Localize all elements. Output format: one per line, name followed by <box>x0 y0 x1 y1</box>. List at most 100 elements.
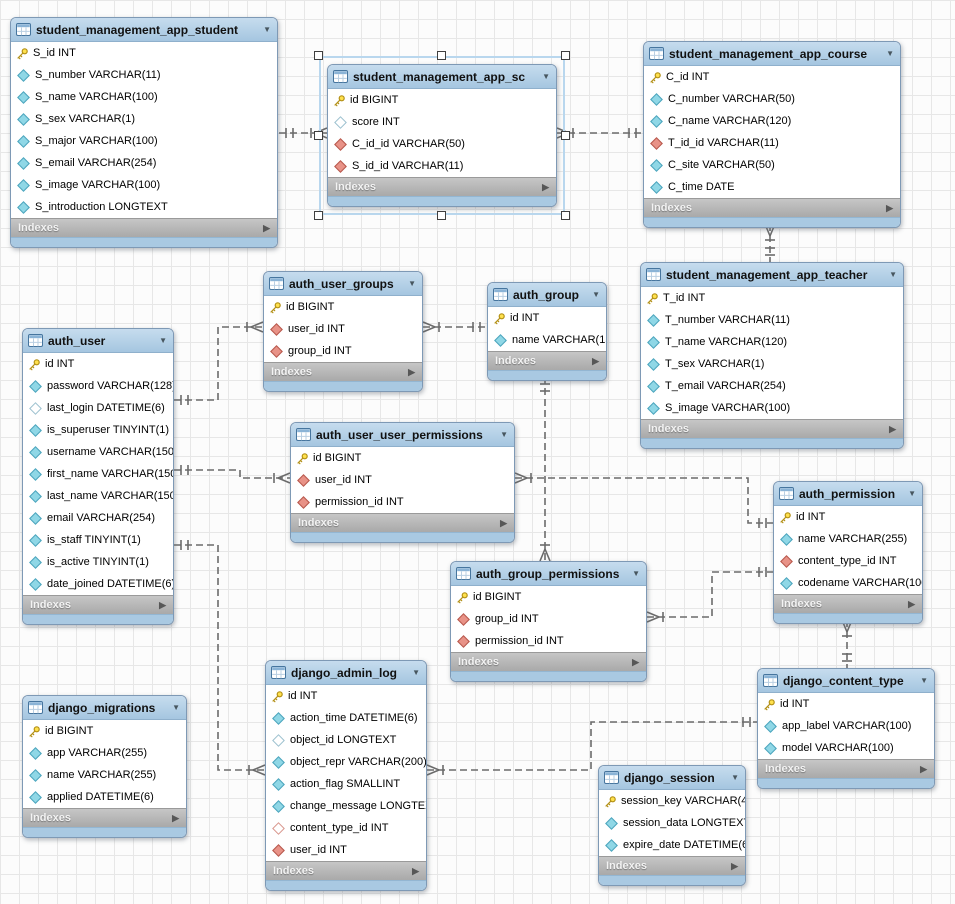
table-django_session[interactable]: django_session▼session_key VARCHAR(40)se… <box>598 765 746 886</box>
column-row[interactable]: C_site VARCHAR(50) <box>644 154 900 176</box>
indexes-section[interactable]: Indexes▶ <box>291 513 514 532</box>
column-row[interactable]: id BIGINT <box>328 89 556 111</box>
column-row[interactable]: action_time DATETIME(6) <box>266 707 426 729</box>
column-row[interactable]: T_number VARCHAR(11) <box>641 309 903 331</box>
table-header[interactable]: student_management_app_teacher▼ <box>641 263 903 287</box>
table-header[interactable]: auth_user_user_permissions▼ <box>291 423 514 447</box>
indexes-section[interactable]: Indexes▶ <box>451 652 646 671</box>
column-row[interactable]: last_login DATETIME(6) <box>23 397 173 419</box>
table-header[interactable]: auth_permission▼ <box>774 482 922 506</box>
column-row[interactable]: permission_id INT <box>451 630 646 652</box>
selection-handle-n[interactable] <box>437 51 446 60</box>
collapse-caret-icon[interactable]: ▼ <box>542 71 550 81</box>
selection-handle-w[interactable] <box>314 130 323 140</box>
column-row[interactable]: S_name VARCHAR(100) <box>11 86 277 108</box>
collapse-caret-icon[interactable]: ▼ <box>408 278 416 288</box>
expand-arrow-icon[interactable]: ▶ <box>889 423 896 434</box>
table-header[interactable]: auth_user▼ <box>23 329 173 353</box>
collapse-caret-icon[interactable]: ▼ <box>731 772 739 782</box>
column-row[interactable]: username VARCHAR(150) <box>23 441 173 463</box>
indexes-section[interactable]: Indexes▶ <box>264 362 422 381</box>
column-row[interactable]: session_key VARCHAR(40) <box>599 790 745 812</box>
column-row[interactable]: first_name VARCHAR(150) <box>23 463 173 485</box>
selection-handle-ne[interactable] <box>561 51 570 60</box>
expand-arrow-icon[interactable]: ▶ <box>263 222 270 233</box>
column-row[interactable]: C_time DATE <box>644 176 900 198</box>
collapse-caret-icon[interactable]: ▼ <box>172 702 180 712</box>
column-row[interactable]: S_number VARCHAR(11) <box>11 64 277 86</box>
collapse-caret-icon[interactable]: ▼ <box>500 429 508 439</box>
table-header[interactable]: django_migrations▼ <box>23 696 186 720</box>
table-header[interactable]: student_management_app_course▼ <box>644 42 900 66</box>
column-row[interactable]: score INT <box>328 111 556 133</box>
expand-arrow-icon[interactable]: ▶ <box>908 598 915 609</box>
selection-handle-sw[interactable] <box>314 211 323 220</box>
column-row[interactable]: id INT <box>488 307 606 329</box>
column-row[interactable]: id BIGINT <box>291 447 514 469</box>
column-row[interactable]: password VARCHAR(128) <box>23 375 173 397</box>
indexes-section[interactable]: Indexes▶ <box>266 861 426 880</box>
column-row[interactable]: S_id INT <box>11 42 277 64</box>
expand-arrow-icon[interactable]: ▶ <box>886 202 893 213</box>
table-header[interactable]: student_management_app_student▼ <box>11 18 277 42</box>
column-row[interactable]: T_sex VARCHAR(1) <box>641 353 903 375</box>
column-row[interactable]: C_name VARCHAR(120) <box>644 110 900 132</box>
expand-arrow-icon[interactable]: ▶ <box>731 860 738 871</box>
column-row[interactable]: id BIGINT <box>264 296 422 318</box>
column-row[interactable]: S_image VARCHAR(100) <box>11 174 277 196</box>
expand-arrow-icon[interactable]: ▶ <box>412 865 419 876</box>
column-row[interactable]: app VARCHAR(255) <box>23 742 186 764</box>
column-row[interactable]: C_id INT <box>644 66 900 88</box>
column-row[interactable]: codename VARCHAR(100) <box>774 572 922 594</box>
column-row[interactable]: change_message LONGTEXT <box>266 795 426 817</box>
selection-handle-e[interactable] <box>561 130 570 140</box>
column-row[interactable]: model VARCHAR(100) <box>758 737 934 759</box>
column-row[interactable]: T_email VARCHAR(254) <box>641 375 903 397</box>
collapse-caret-icon[interactable]: ▼ <box>908 488 916 498</box>
relationship-group-perms-to-permission[interactable] <box>647 571 773 618</box>
indexes-section[interactable]: Indexes▶ <box>599 856 745 875</box>
column-row[interactable]: id INT <box>23 353 173 375</box>
column-row[interactable]: object_repr VARCHAR(200) <box>266 751 426 773</box>
expand-arrow-icon[interactable]: ▶ <box>172 812 179 823</box>
indexes-section[interactable]: Indexes▶ <box>23 808 186 827</box>
column-row[interactable]: action_flag SMALLINT <box>266 773 426 795</box>
expand-arrow-icon[interactable]: ▶ <box>592 355 599 366</box>
column-row[interactable]: object_id LONGTEXT <box>266 729 426 751</box>
column-row[interactable]: user_id INT <box>264 318 422 340</box>
column-row[interactable]: is_staff TINYINT(1) <box>23 529 173 551</box>
indexes-section[interactable]: Indexes▶ <box>644 198 900 217</box>
relationship-admin-log-to-content-type[interactable] <box>427 721 757 771</box>
collapse-caret-icon[interactable]: ▼ <box>889 269 897 279</box>
selection-handle-s[interactable] <box>437 211 446 220</box>
column-row[interactable]: name VARCHAR(255) <box>23 764 186 786</box>
column-row[interactable]: S_introduction LONGTEXT <box>11 196 277 218</box>
column-row[interactable]: group_id INT <box>451 608 646 630</box>
column-row[interactable]: is_active TINYINT(1) <box>23 551 173 573</box>
column-row[interactable]: name VARCHAR(150) <box>488 329 606 351</box>
column-row[interactable]: id BIGINT <box>23 720 186 742</box>
column-row[interactable]: group_id INT <box>264 340 422 362</box>
column-row[interactable]: content_type_id INT <box>774 550 922 572</box>
column-row[interactable]: expire_date DATETIME(6) <box>599 834 745 856</box>
column-row[interactable]: permission_id INT <box>291 491 514 513</box>
collapse-caret-icon[interactable]: ▼ <box>632 568 640 578</box>
relationship-admin-log-to-auth-user[interactable] <box>174 544 265 771</box>
column-row[interactable]: is_superuser TINYINT(1) <box>23 419 173 441</box>
column-row[interactable]: user_id INT <box>291 469 514 491</box>
expand-arrow-icon[interactable]: ▶ <box>920 763 927 774</box>
column-row[interactable]: S_id_id VARCHAR(11) <box>328 155 556 177</box>
selection-handle-nw[interactable] <box>314 51 323 60</box>
expand-arrow-icon[interactable]: ▶ <box>500 517 507 528</box>
